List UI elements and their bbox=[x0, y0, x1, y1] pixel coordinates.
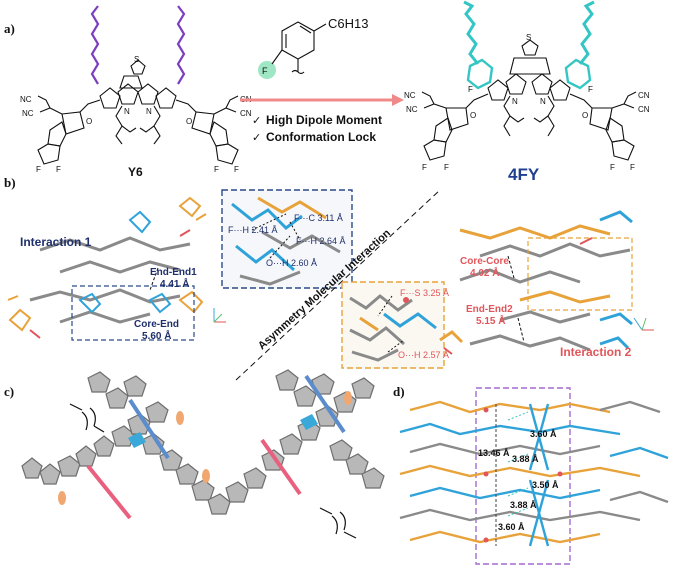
fy-atom-f4: F bbox=[630, 163, 635, 172]
fluorine-top bbox=[176, 411, 184, 425]
fy-atom-n2: N bbox=[540, 97, 546, 106]
y6-atom-nc2: NC bbox=[22, 109, 34, 118]
y6-atom-f3: F bbox=[214, 165, 219, 174]
y6-atom-n2: N bbox=[146, 107, 152, 116]
y6-atom-f4: F bbox=[234, 165, 239, 174]
fluorophenyl-substituent bbox=[258, 21, 327, 79]
fy-atom-nc1: NC bbox=[404, 91, 416, 100]
fy-name: 4FY bbox=[508, 165, 540, 184]
panel-c-highlights bbox=[58, 374, 352, 520]
interaction1-packing bbox=[7, 196, 207, 341]
distance-3-60-bottom: 3.60 Å bbox=[498, 522, 525, 532]
interaction1-dashed-box bbox=[71, 285, 195, 341]
fy-left-chain bbox=[463, 0, 480, 65]
red-plane-left bbox=[86, 464, 132, 520]
substituent-formula: C6H13 bbox=[328, 16, 368, 31]
fy-atom-n1: N bbox=[512, 97, 518, 106]
fy-structure bbox=[421, 0, 637, 161]
distance-3-88-lower: 3.88 Å bbox=[510, 500, 537, 510]
y6-left-indanone bbox=[61, 111, 85, 135]
fy-thiadiazole bbox=[521, 39, 539, 56]
panel-label-a: a) bbox=[4, 21, 15, 36]
contact-f-h-241: F···H 2.41 Å bbox=[228, 225, 278, 235]
fy-atom-s: S bbox=[526, 33, 531, 42]
core-end-label: Core-End bbox=[134, 319, 179, 330]
y6-atom-o2: O bbox=[186, 117, 192, 126]
interaction2-packing bbox=[439, 210, 633, 355]
y6-atom-f1: F bbox=[36, 165, 41, 174]
compression-marker-left bbox=[69, 403, 105, 433]
y6-structure bbox=[37, 5, 239, 165]
panel-label-d: d) bbox=[393, 384, 405, 399]
blue-contact-inset bbox=[221, 189, 353, 289]
y6-atom-s: S bbox=[134, 55, 139, 64]
contact-f-c-311: F···C 3.11 Å bbox=[294, 213, 343, 223]
check-mark-1: ✓ bbox=[252, 115, 261, 127]
fluorine-highlight bbox=[258, 61, 276, 79]
fy-atom-f1: F bbox=[422, 163, 427, 172]
y6-atom-n1: N bbox=[124, 107, 130, 116]
y6-atom-cn2: CN bbox=[240, 109, 252, 118]
core-core-label: Core-Core bbox=[460, 256, 509, 267]
interaction1-label: Interaction 1 bbox=[20, 235, 92, 249]
check-mark-2: ✓ bbox=[252, 132, 261, 144]
y6-name: Y6 bbox=[128, 165, 143, 179]
fy-atom-o1: O bbox=[470, 111, 476, 120]
panel-label-b: b) bbox=[4, 175, 16, 190]
y6-thiadiazole bbox=[130, 59, 146, 75]
y6-atom-o1: O bbox=[86, 117, 92, 126]
contact-f-s-325: F···S 3.25 Å bbox=[400, 288, 449, 298]
end-end1-value: 4.41 Å bbox=[160, 277, 189, 290]
distance-13-46: 13.46 Å bbox=[478, 448, 510, 458]
blue-plane-right bbox=[304, 374, 346, 434]
fy-atom-f3: F bbox=[610, 163, 615, 172]
interaction2-label: Interaction 2 bbox=[560, 345, 632, 359]
panel-label-c: c) bbox=[4, 384, 14, 399]
orange-contact-inset bbox=[341, 281, 445, 369]
y6-right-indanone bbox=[191, 111, 215, 135]
distance-3-60-top: 3.60 Å bbox=[530, 429, 557, 439]
end-end1-label: End-End1 bbox=[150, 267, 197, 278]
panel-d-stack bbox=[399, 387, 669, 565]
blue-plane-left bbox=[128, 398, 170, 460]
contact-f-h-264: F···H 2.64 Å bbox=[296, 236, 346, 246]
fy-atom-o2: O bbox=[582, 111, 588, 120]
fy-right-phenyl bbox=[564, 58, 592, 90]
axis-triad-right bbox=[633, 317, 654, 331]
y6-atom-f2: F bbox=[56, 165, 61, 174]
end-end2-value: 5.15 Å bbox=[476, 314, 505, 327]
transform-arrow bbox=[240, 94, 404, 106]
core-core-value: 4.02 Å bbox=[470, 266, 499, 279]
fy-atom-f-left: F bbox=[468, 85, 473, 94]
y6-left-chain bbox=[90, 5, 100, 85]
distance-3-50: 3.50 Å bbox=[532, 480, 559, 490]
panel-c-molecular-chain bbox=[21, 369, 385, 515]
end-end2-label: End-End2 bbox=[466, 304, 513, 315]
contact-o-h-260: O···H 2.60 Å bbox=[266, 258, 317, 268]
y6-atom-nc1: NC bbox=[20, 95, 32, 104]
contact-o-h-257: O···H 2.57 Å bbox=[398, 350, 449, 360]
fluorine-left bbox=[58, 491, 66, 505]
y6-right-chain bbox=[176, 5, 186, 85]
fy-atom-labels: S N N F F O O NC NC CN CN F F F F bbox=[404, 33, 650, 172]
fy-atom-f-right: F bbox=[588, 85, 593, 94]
fy-atom-cn1: CN bbox=[638, 91, 650, 100]
check-label-conformation: Conformation Lock bbox=[266, 130, 376, 144]
asymmetry-divider bbox=[235, 189, 441, 381]
red-plane-right bbox=[260, 438, 302, 496]
substituent-f-atom: F bbox=[262, 66, 268, 76]
fy-atom-f2: F bbox=[444, 163, 449, 172]
fy-left-phenyl bbox=[466, 58, 494, 90]
fy-atom-cn2: CN bbox=[638, 105, 650, 114]
check-label-dipole: High Dipole Moment bbox=[266, 113, 382, 127]
distance-3-88-upper: 3.88 Å bbox=[512, 454, 539, 464]
core-end-value: 5.60 Å bbox=[142, 329, 171, 342]
fy-atom-nc2: NC bbox=[406, 105, 418, 114]
fy-right-chain bbox=[578, 0, 595, 65]
axis-triad-left bbox=[213, 308, 226, 323]
compression-marker-right bbox=[319, 507, 357, 539]
fluorine-right bbox=[344, 391, 352, 405]
interaction2-dashed-box bbox=[527, 237, 633, 311]
